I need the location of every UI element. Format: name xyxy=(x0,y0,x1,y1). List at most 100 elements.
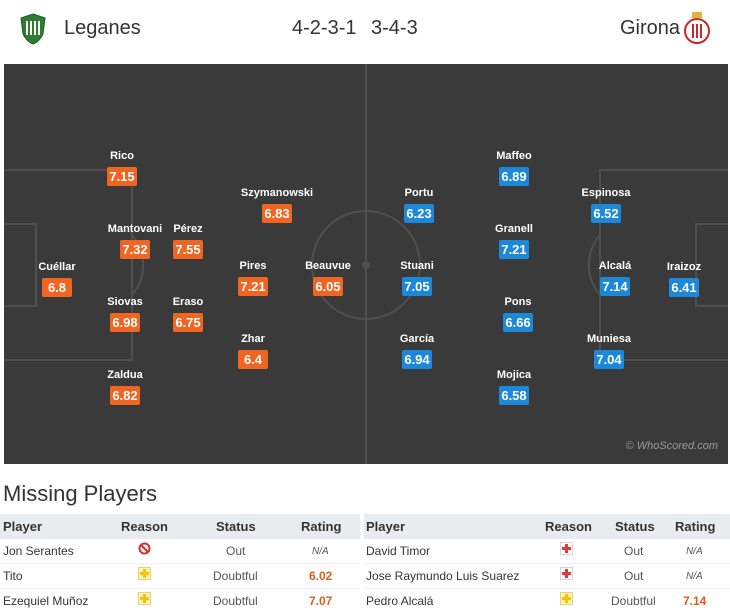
missing-players-title: Missing Players xyxy=(3,481,158,506)
player-name: Beauvue xyxy=(305,260,351,272)
player-name: Espinosa xyxy=(581,187,631,199)
whoscored-watermark: © WhoScored.com xyxy=(625,440,718,452)
away-player[interactable]: Portu 6.23 xyxy=(374,186,464,223)
player-name: Muniesa xyxy=(586,333,631,345)
player-name: Pérez xyxy=(173,223,203,235)
player-rating-badge: 7.32 xyxy=(120,240,150,259)
pitch-markings xyxy=(4,64,728,464)
missing-status: Doubtful xyxy=(213,594,258,608)
home-player[interactable]: Beauvue 6.05 xyxy=(283,259,373,296)
player-rating-badge: 6.98 xyxy=(110,313,140,332)
missing-rating: N/A xyxy=(686,546,703,557)
away-player[interactable]: Alcalá 7.14 xyxy=(570,259,660,296)
col-player: Player xyxy=(366,519,406,534)
player-name: Iraizoz xyxy=(666,261,702,273)
player-rating-badge: 7.21 xyxy=(499,240,529,259)
missing-player-name[interactable]: Jose Raymundo Luis Suarez xyxy=(366,569,520,583)
col-reason: Reason xyxy=(121,519,168,534)
player-name: Zhar xyxy=(241,333,265,345)
player-name: Stuani xyxy=(400,260,434,272)
girona-crest-icon xyxy=(684,12,710,44)
player-rating-badge: 6.4 xyxy=(238,350,268,369)
table-header: Player Reason Status Rating xyxy=(0,514,360,539)
home-player[interactable]: Pérez 7.55 xyxy=(143,222,233,259)
away-player[interactable]: Granell 7.21 xyxy=(469,222,559,259)
home-formation: 4-2-3-1 xyxy=(292,17,357,39)
player-name: García xyxy=(399,333,435,345)
injury-icon xyxy=(560,564,573,580)
player-rating-badge: 6.41 xyxy=(669,278,699,297)
doubtful-icon xyxy=(560,589,573,605)
away-player[interactable]: Maffeo 6.89 xyxy=(469,149,559,186)
player-name: Zaldua xyxy=(107,369,143,381)
col-rating: Rating xyxy=(675,519,716,534)
col-status: Status xyxy=(216,519,256,534)
missing-status: Out xyxy=(624,569,644,583)
player-rating-badge: 7.55 xyxy=(173,240,203,259)
missing-status: Doubtful xyxy=(611,594,656,608)
missing-player-name[interactable]: Pedro Alcalá xyxy=(366,594,434,608)
missing-player-name[interactable]: Ezequiel Muñoz xyxy=(3,594,89,608)
missing-rating: 7.14 xyxy=(683,594,707,608)
player-name: Pons xyxy=(504,296,532,308)
player-rating-badge: 6.23 xyxy=(404,204,434,223)
missing-player-name[interactable]: Tito xyxy=(3,569,23,583)
player-name: Mojica xyxy=(496,369,532,381)
match-header: Leganes 4-2-3-1 3-4-3 Girona xyxy=(0,0,730,60)
leganes-crest-icon xyxy=(20,13,46,45)
table-row: Pedro Alcalá Doubtful 7.14 xyxy=(364,589,730,613)
home-player[interactable]: Siovas 6.98 xyxy=(80,295,170,332)
player-rating-badge: 6.05 xyxy=(313,277,343,296)
away-player[interactable]: Iraizoz 6.41 xyxy=(639,260,728,297)
player-name: Portu xyxy=(404,187,434,199)
home-player[interactable]: Zhar 6.4 xyxy=(208,332,298,369)
doubtful-icon xyxy=(138,564,151,580)
away-player[interactable]: García 6.94 xyxy=(372,332,462,369)
player-name: Alcalá xyxy=(598,260,632,272)
col-rating: Rating xyxy=(301,519,342,534)
player-name: Siovas xyxy=(107,296,143,308)
missing-player-name[interactable]: Jon Serantes xyxy=(3,544,74,558)
player-name: Mantovani xyxy=(107,223,163,235)
suspension-icon xyxy=(138,539,151,555)
player-name: Maffeo xyxy=(496,150,532,162)
col-player: Player xyxy=(3,519,43,534)
col-status: Status xyxy=(615,519,655,534)
missing-rating: 7.07 xyxy=(309,594,333,608)
player-rating-badge: 7.21 xyxy=(238,277,268,296)
away-team-name[interactable]: Girona xyxy=(620,17,681,39)
player-name: Eraso xyxy=(172,296,204,308)
home-team-name[interactable]: Leganes xyxy=(64,17,141,39)
col-reason: Reason xyxy=(545,519,592,534)
missing-player-name[interactable]: David Timor xyxy=(366,544,431,558)
doubtful-icon xyxy=(138,589,151,605)
injury-icon xyxy=(560,539,573,555)
player-name: Granell xyxy=(495,223,533,235)
player-name: Szymanowski xyxy=(240,187,314,199)
table-header: Player Reason Status Rating xyxy=(364,514,730,539)
player-rating-badge: 6.89 xyxy=(499,167,529,186)
player-rating-badge: 7.15 xyxy=(107,167,137,186)
player-rating-badge: 6.94 xyxy=(402,350,432,369)
player-rating-badge: 7.14 xyxy=(600,277,630,296)
home-player[interactable]: Mantovani 7.32 xyxy=(90,222,180,259)
player-rating-badge: 6.8 xyxy=(42,278,72,297)
